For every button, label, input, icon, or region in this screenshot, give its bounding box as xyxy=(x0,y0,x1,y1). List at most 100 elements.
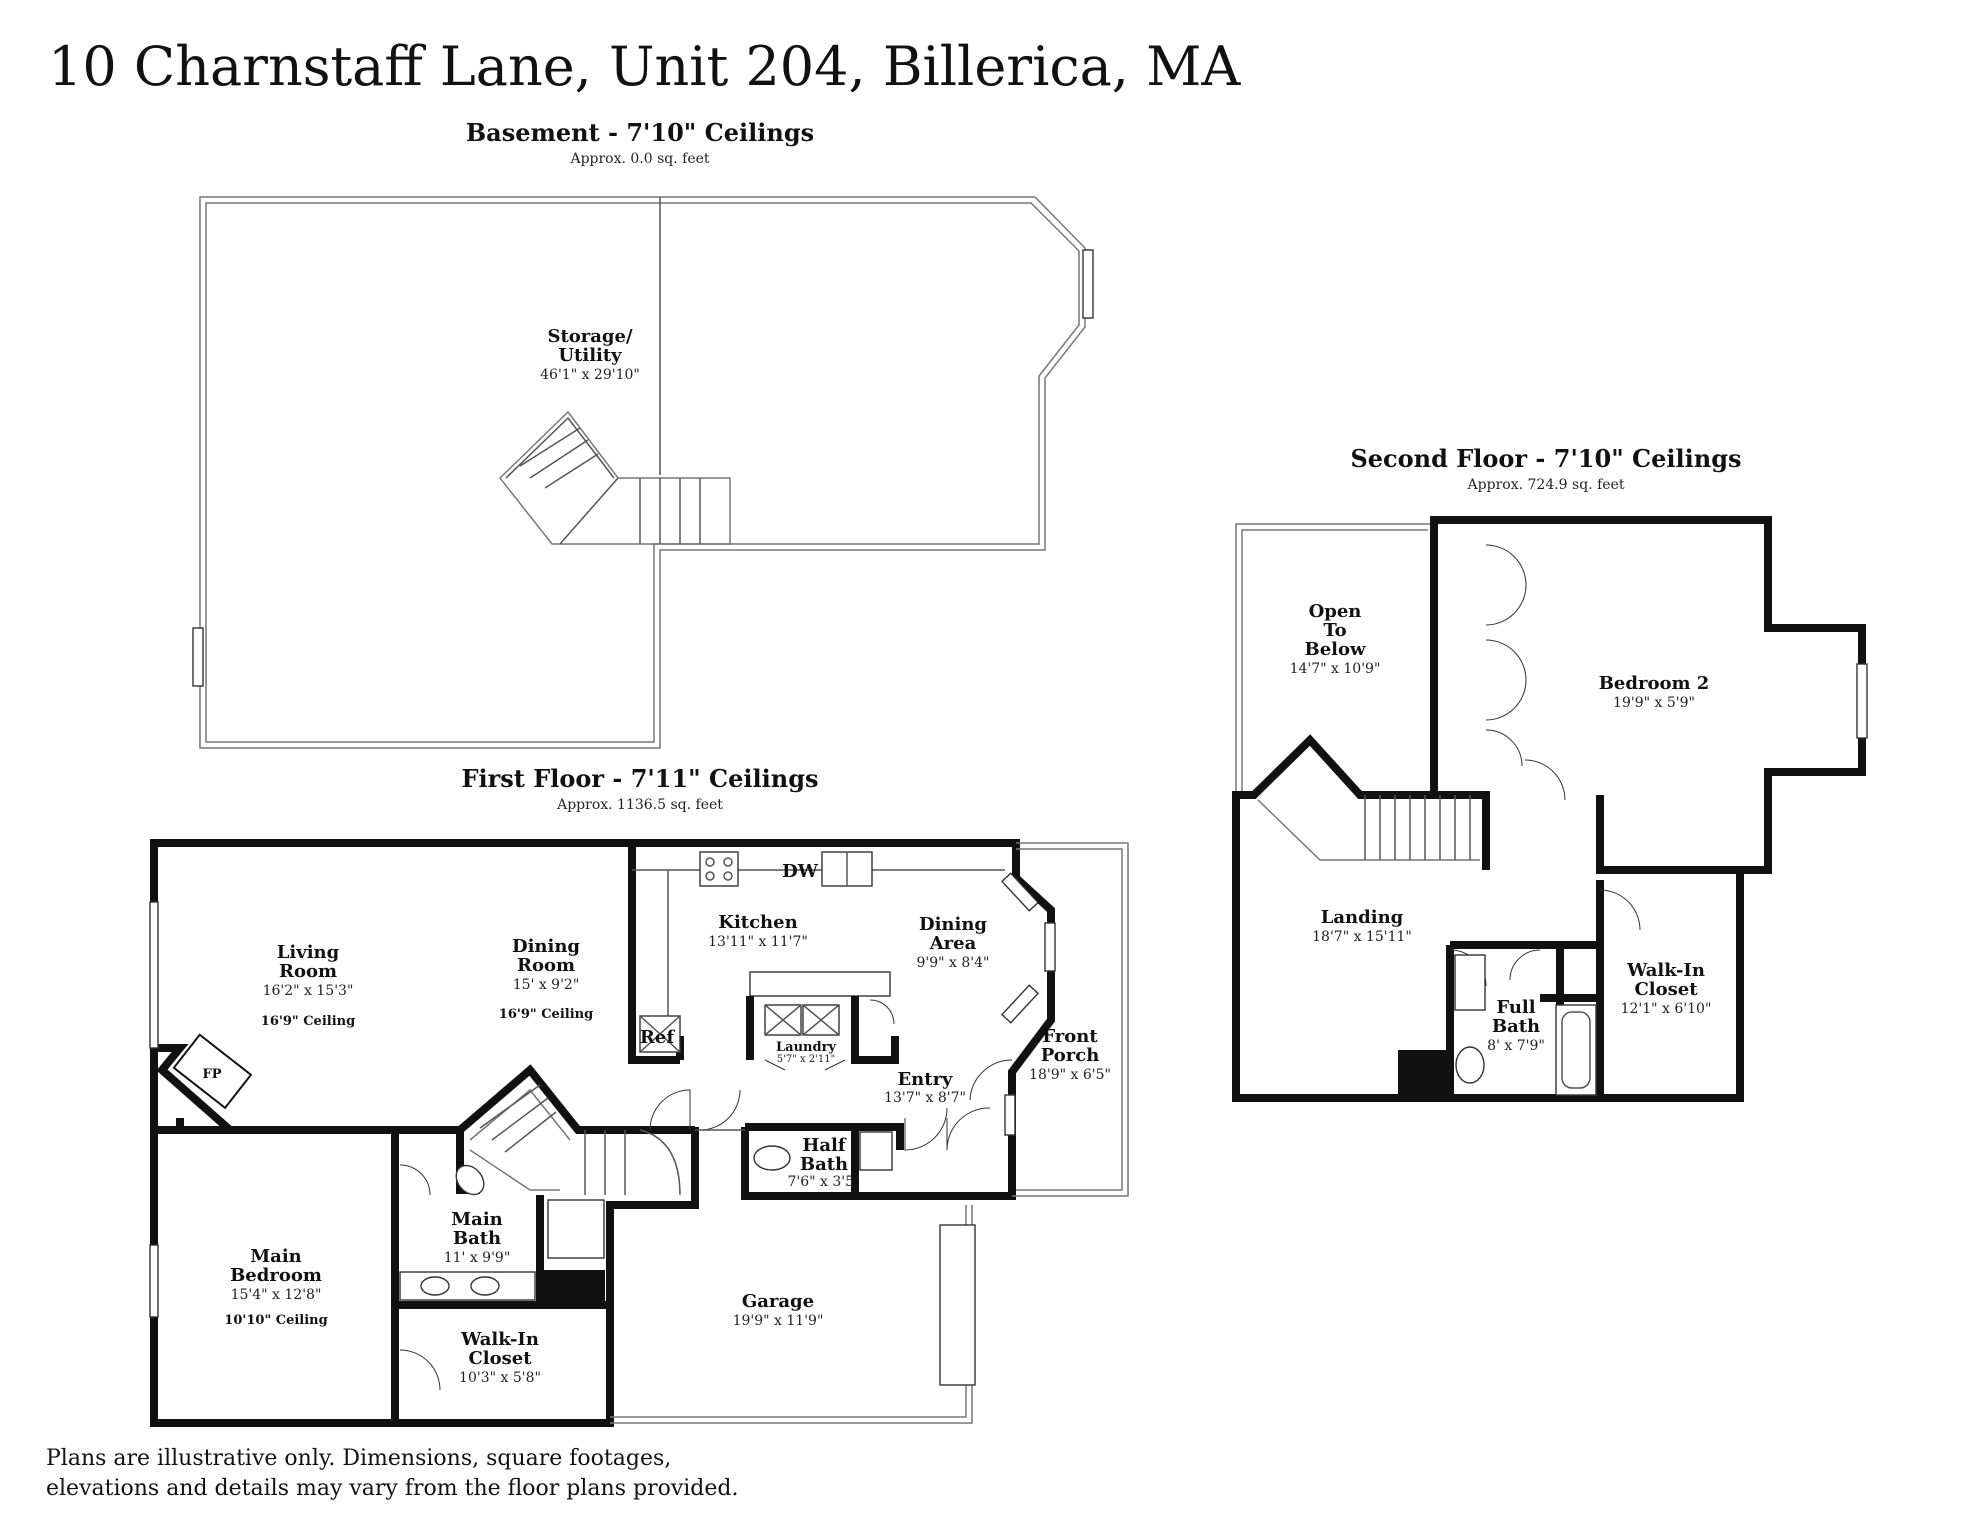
room-dimensions: 7'6" x 3'5" xyxy=(787,1174,860,1190)
room-dimensions: 13'11" x 11'7" xyxy=(708,934,808,950)
toilet-icon xyxy=(455,1164,485,1196)
room-ceiling: 16'9" Ceiling xyxy=(261,1014,355,1029)
sink-icon xyxy=(859,1131,893,1171)
room-ceiling: 10'10" Ceiling xyxy=(224,1313,327,1328)
room-dimensions: 46'1" x 29'10" xyxy=(540,367,640,383)
room-dimensions: 18'7" x 15'11" xyxy=(1312,929,1412,945)
room-dimensions: 19'9" x 5'9" xyxy=(1613,695,1695,711)
sink-icon xyxy=(1454,954,1486,1011)
room-name: Open xyxy=(1309,601,1362,622)
refrigerator-label: Ref xyxy=(640,1027,675,1048)
room-dimensions: 10'3" x 5'8" xyxy=(459,1370,541,1386)
room-name: Walk-In xyxy=(460,1329,539,1350)
room-name: Living xyxy=(277,942,340,963)
room-name: Entry xyxy=(897,1069,953,1090)
vanity xyxy=(399,1271,536,1301)
front-door-sidelight xyxy=(1004,1094,1016,1136)
basement-stairs xyxy=(498,410,731,545)
room-name: Kitchen xyxy=(718,912,797,933)
second-floor-chase xyxy=(1398,1050,1450,1098)
basement-sqft: Approx. 0.0 sq. feet xyxy=(569,151,709,167)
room-name: Below xyxy=(1304,639,1366,660)
room-name: Bedroom xyxy=(230,1265,322,1286)
bedroom-2-window xyxy=(1856,663,1868,739)
room-name: Area xyxy=(929,933,977,954)
basement-outline xyxy=(192,196,1094,749)
basement-window xyxy=(192,627,204,687)
room-dimensions: 18'9" x 6'5" xyxy=(1029,1067,1111,1083)
fireplace-label: FP xyxy=(202,1067,221,1082)
room-name: Room xyxy=(517,955,575,976)
dishwasher-label: DW xyxy=(782,861,819,882)
bay-window xyxy=(1000,872,1040,912)
room-name: Full xyxy=(1496,997,1535,1018)
room-storage-utility: Storage/ Utility 46'1" x 29'10" xyxy=(540,326,640,383)
garage-door xyxy=(939,1224,976,1386)
room-name: Utility xyxy=(558,345,622,366)
room-dimensions: 5'7" x 2'11" xyxy=(777,1054,836,1065)
first-floor-sqft: Approx. 1136.5 sq. feet xyxy=(556,797,723,813)
room-name: Dining xyxy=(919,914,987,935)
room-dimensions: 15'4" x 12'8" xyxy=(231,1287,322,1303)
second-floor-heading: Second Floor - 7'10" Ceilings xyxy=(1350,444,1741,473)
room-garage: Garage 19'9" x 11'9" xyxy=(733,1291,824,1329)
shower xyxy=(547,1199,605,1259)
second-floor-stairs xyxy=(1257,795,1480,861)
room-name: Storage/ xyxy=(547,326,633,347)
room-name: Bath xyxy=(800,1154,848,1175)
first-floor-stairs xyxy=(456,1064,695,1196)
room-walkin-closet: Walk-In Closet 10'3" x 5'8" xyxy=(459,1329,541,1386)
room-name: Main xyxy=(451,1209,503,1230)
room-full-bath: Full Bath 8' x 7'9" xyxy=(1487,997,1545,1054)
disclaimer-line: Plans are illustrative only. Dimensions,… xyxy=(46,1446,671,1471)
room-name: Garage xyxy=(742,1291,814,1312)
bay-window xyxy=(1000,984,1040,1024)
basement-plan: Basement - 7'10" Ceilings Approx. 0.0 sq… xyxy=(192,118,1094,749)
room-front-porch: Front Porch 18'9" x 6'5" xyxy=(1029,1026,1111,1083)
front-porch-outline xyxy=(1012,842,1129,1197)
room-dimensions: 9'9" x 8'4" xyxy=(916,955,989,971)
room-name: Room xyxy=(279,961,337,982)
basement-window xyxy=(1082,249,1094,319)
second-floor-plan: Second Floor - 7'10" Ceilings Approx. 72… xyxy=(1232,444,1868,1102)
room-name: Closet xyxy=(1634,979,1698,1000)
toilet-icon xyxy=(753,1145,791,1171)
sink-icon xyxy=(420,1276,450,1296)
main-bath-chase xyxy=(540,1270,605,1305)
room-name: Closet xyxy=(468,1348,532,1369)
property-address-title: 10 Charnstaff Lane, Unit 204, Billerica,… xyxy=(48,35,1241,98)
first-floor-heading: First Floor - 7'11" Ceilings xyxy=(461,764,818,793)
room-dimensions: 11' x 9'9" xyxy=(444,1250,511,1266)
second-floor-sqft: Approx. 724.9 sq. feet xyxy=(1467,477,1625,493)
room-name: To xyxy=(1323,620,1346,641)
bay-window xyxy=(1044,922,1056,972)
room-laundry: Laundry 5'7" x 2'11" xyxy=(776,1040,836,1065)
room-second-walkin-closet: Walk-In Closet 12'1" x 6'10" xyxy=(1621,960,1712,1017)
room-kitchen: Kitchen 13'11" x 11'7" xyxy=(708,912,808,950)
room-name: Laundry xyxy=(776,1040,836,1055)
room-name: Bath xyxy=(453,1228,501,1249)
room-main-bedroom: Main Bedroom 15'4" x 12'8" 10'10" Ceilin… xyxy=(224,1246,327,1328)
room-landing: Landing 18'7" x 15'11" xyxy=(1312,907,1412,945)
room-main-bath: Main Bath 11' x 9'9" xyxy=(444,1209,511,1266)
room-dimensions: 15' x 9'2" xyxy=(513,977,580,993)
room-living-room: Living Room 16'2" x 15'3" 16'9" Ceiling xyxy=(261,942,355,1029)
laundry-closet xyxy=(746,996,899,1071)
room-dimensions: 19'9" x 11'9" xyxy=(733,1313,824,1329)
room-dimensions: 16'2" x 15'3" xyxy=(263,983,354,999)
room-name: Bedroom 2 xyxy=(1599,673,1710,694)
first-floor-plan: First Floor - 7'11" Ceilings Approx. 113… xyxy=(149,764,1129,1427)
stove-icon xyxy=(699,851,739,887)
room-dining-area: Dining Area 9'9" x 8'4" xyxy=(916,914,989,971)
kitchen-island xyxy=(749,971,891,997)
room-name: Dining xyxy=(512,936,580,957)
room-name: Porch xyxy=(1041,1045,1100,1066)
room-half-bath: Half Bath 7'6" x 3'5" xyxy=(787,1135,860,1190)
room-dimensions: 8' x 7'9" xyxy=(1487,1038,1545,1054)
room-name: Bath xyxy=(1492,1016,1540,1037)
room-name: Half xyxy=(802,1135,847,1156)
entry-doors xyxy=(649,1059,1013,1151)
room-name: Walk-In xyxy=(1626,960,1705,981)
room-name: Landing xyxy=(1321,907,1404,928)
kitchen-counters xyxy=(632,851,1005,1053)
